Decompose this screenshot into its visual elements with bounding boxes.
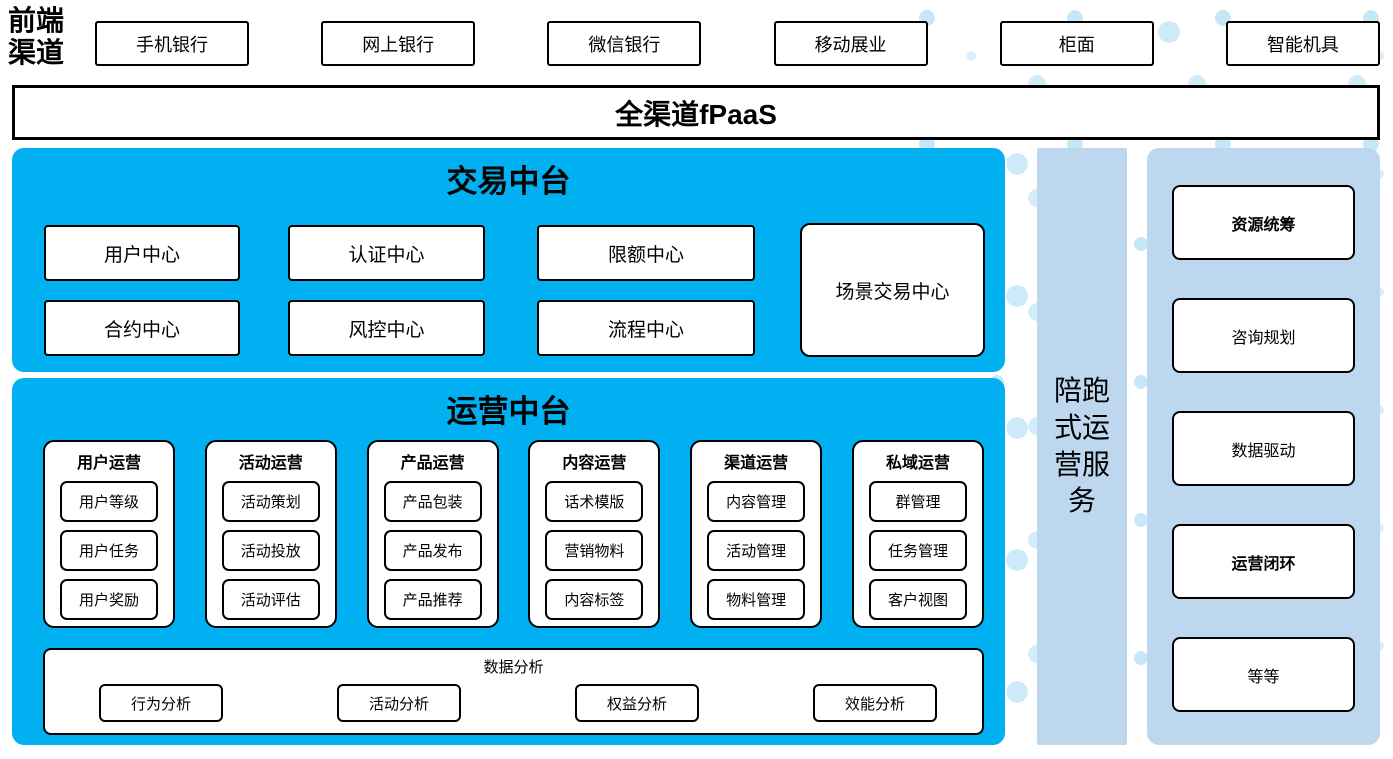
service-panel: 资源统筹 咨询规划 数据驱动 运营闭环 等等 (1147, 148, 1380, 745)
ops-item: 群管理 (868, 481, 967, 522)
ops-item: 用户奖励 (60, 579, 158, 620)
channel-box-online-banking: 网上银行 (321, 21, 476, 66)
ops-item: 产品发布 (383, 530, 482, 571)
ops-item: 客户视图 (868, 579, 967, 620)
ops-column-title: 用户运营 (76, 455, 141, 472)
behavior-analysis-box: 行为分析 (99, 684, 223, 722)
channel-box-counter: 柜面 (999, 21, 1154, 66)
auth-center-box: 认证中心 (288, 225, 485, 281)
companion-service-bar: 陪跑式运营服务 (1037, 148, 1127, 745)
channel-box-mobile-sales: 移动展业 (773, 21, 928, 66)
channel-box-wechat-banking: 微信银行 (547, 21, 702, 66)
ops-item: 产品推荐 (383, 579, 482, 620)
ops-column-private-domain: 私域运营 群管理 任务管理 客户视图 (851, 440, 984, 628)
ops-column-channel: 渠道运营 内容管理 活动管理 物料管理 (690, 440, 823, 628)
operations-columns: 用户运营 用户等级 用户任务 用户奖励 活动运营 活动策划 活动投放 活动评估 … (43, 440, 984, 628)
activity-analysis-box: 活动分析 (337, 684, 461, 722)
omni-channel-fpaas-bar: 全渠道fPaaS (12, 85, 1380, 140)
data-analysis-items: 行为分析 活动分析 权益分析 效能分析 (99, 684, 937, 722)
channel-box-mobile-banking: 手机银行 (95, 21, 249, 66)
channel-row: 手机银行 网上银行 微信银行 移动展业 柜面 智能机具 (95, 21, 1380, 66)
ops-item: 任务管理 (868, 530, 967, 571)
service-item-operations-loop: 运营闭环 (1172, 524, 1355, 599)
ops-item: 活动投放 (221, 530, 320, 571)
ops-item: 产品包装 (383, 481, 482, 522)
ops-column-title: 活动运营 (238, 455, 303, 472)
ops-column-title: 产品运营 (400, 455, 465, 472)
ops-column-user: 用户运营 用户等级 用户任务 用户奖励 (43, 440, 175, 628)
companion-service-label: 陪跑式运营服务 (1053, 374, 1110, 517)
risk-center-box: 风控中心 (288, 300, 485, 356)
ops-item: 话术模版 (545, 481, 644, 522)
ops-item: 用户任务 (60, 530, 158, 571)
ops-item: 内容管理 (707, 481, 806, 522)
scenario-transaction-center-box: 场景交易中心 (800, 223, 985, 357)
ops-item: 营销物料 (545, 530, 644, 571)
front-channel-label: 前端渠道 (8, 6, 65, 70)
data-analysis-title: 数据分析 (483, 659, 544, 676)
ops-column-title: 渠道运营 (724, 455, 789, 472)
ops-column-title: 内容运营 (562, 455, 627, 472)
ops-item: 内容标签 (545, 579, 644, 620)
service-item-data-driven: 数据驱动 (1172, 411, 1355, 486)
ops-column-product: 产品运营 产品包装 产品发布 产品推荐 (366, 440, 499, 628)
efficiency-analysis-box: 效能分析 (813, 684, 937, 722)
transaction-platform-title: 交易中台 (446, 164, 571, 199)
channel-box-smart-devices: 智能机具 (1225, 21, 1380, 66)
operations-platform-title: 运营中台 (446, 394, 571, 429)
ops-item: 活动管理 (707, 530, 806, 571)
rights-analysis-box: 权益分析 (575, 684, 699, 722)
service-item-resource-coordination: 资源统筹 (1172, 185, 1355, 260)
operations-platform-panel: 运营中台 用户运营 用户等级 用户任务 用户奖励 活动运营 活动策划 活动投放 … (12, 378, 1005, 745)
process-center-box: 流程中心 (537, 300, 755, 356)
ops-column-activity: 活动运营 活动策划 活动投放 活动评估 (204, 440, 337, 628)
data-analysis-strip: 数据分析 行为分析 活动分析 权益分析 效能分析 (43, 648, 984, 735)
service-item-etc: 等等 (1172, 637, 1355, 712)
ops-item: 用户等级 (60, 481, 158, 522)
ops-item: 活动策划 (221, 481, 320, 522)
ops-column-title: 私域运营 (885, 455, 950, 472)
transaction-platform-panel: 交易中台 用户中心 认证中心 限额中心 合约中心 风控中心 流程中心 场景交易中… (12, 148, 1005, 372)
limit-center-box: 限额中心 (537, 225, 755, 281)
contract-center-box: 合约中心 (44, 300, 240, 356)
ops-column-content: 内容运营 话术模版 营销物料 内容标签 (528, 440, 661, 628)
ops-item: 物料管理 (707, 579, 806, 620)
ops-item: 活动评估 (221, 579, 320, 620)
user-center-box: 用户中心 (44, 225, 240, 281)
service-item-consulting-planning: 咨询规划 (1172, 298, 1355, 373)
